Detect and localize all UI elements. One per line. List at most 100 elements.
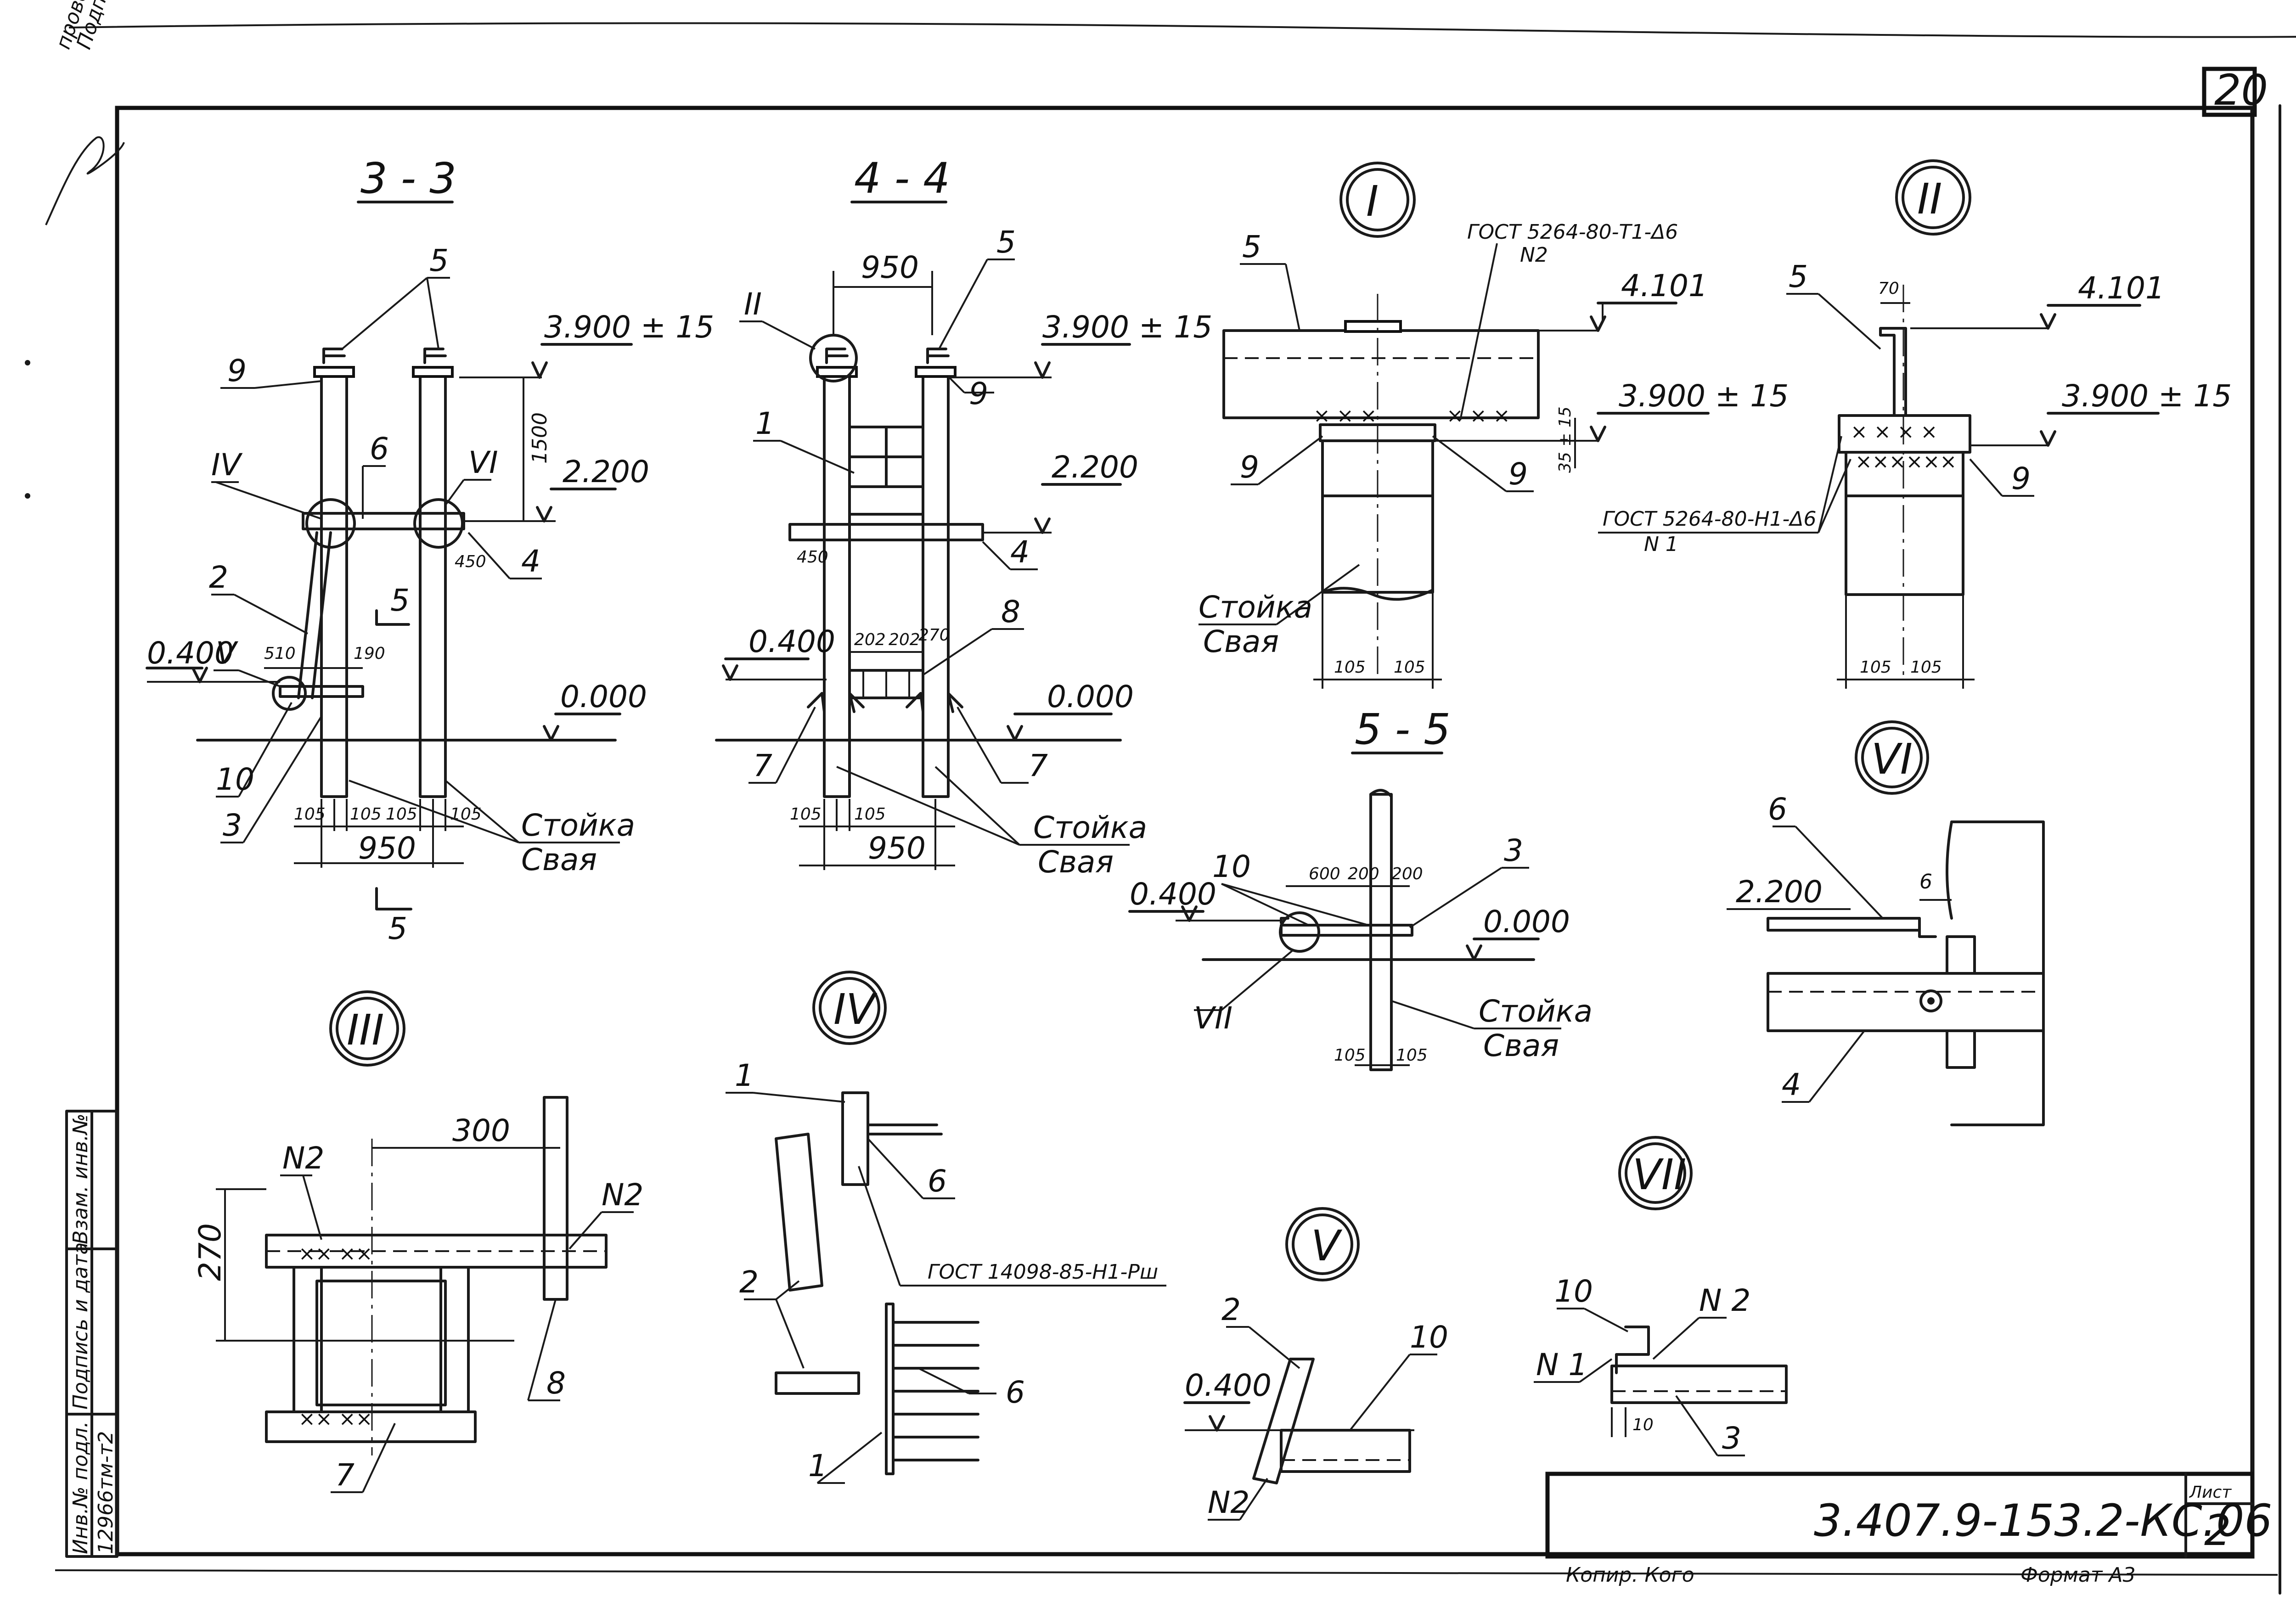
node-vii-seam-a: N 1 <box>1536 1347 1587 1382</box>
node-i-pos-5: 5 <box>1242 229 1261 264</box>
signature-scribble <box>45 136 125 225</box>
s33-dim-1500: 1500 <box>528 412 551 464</box>
list-number: 2 <box>2204 1506 2231 1555</box>
node-i-seam: N2 <box>1520 243 1548 267</box>
node-ii-seam: N 1 <box>1644 533 1678 556</box>
node-iii-seam-b: N2 <box>602 1177 643 1213</box>
s44-pos-5: 5 <box>996 225 1016 260</box>
s33-dim-105b: 105 <box>350 805 382 824</box>
s44-elev-mid: 2.200 <box>1052 449 1138 485</box>
s44-elev-low: 0.400 <box>748 624 835 659</box>
node-ii-pos-9: 9 <box>2011 461 2031 496</box>
s55-dim-200b: 200 <box>1391 865 1423 883</box>
s44-dim-105b: 105 <box>854 805 886 824</box>
section-4-4-title: 4 - 4 <box>854 154 950 203</box>
node-v-pos-10: 10 <box>1410 1320 1448 1355</box>
s44-dim-270: 270 <box>918 626 950 645</box>
node-vii-circle <box>1279 911 1320 953</box>
s33-dim-450: 450 <box>455 552 486 571</box>
s44-dim-950: 950 <box>868 831 926 866</box>
s33-pos-9: 9 <box>227 353 247 388</box>
s44-node-ii: II <box>744 287 762 322</box>
node-iv-pos-6b: 6 <box>1006 1375 1025 1410</box>
side-stamp-table: Инв.№ подл. Подпись и дата Взам. инв.№ 1… <box>65 1110 118 1558</box>
s44-dim-202b: 202 <box>889 630 920 649</box>
node-i-gost: ГОСТ 5264-80-Т1-Δ6 <box>1467 220 1678 244</box>
node-iv: IV 1 6 ГОСТ 14098-85-Н1-Рш 2 6 1 <box>726 971 1166 1484</box>
s44-note-svaya: Свая <box>1038 844 1114 880</box>
s55-pos-3: 3 <box>1504 833 1523 868</box>
node-v-elev: 0.400 <box>1185 1368 1272 1403</box>
s44-pos-9: 9 <box>969 376 988 411</box>
node-ii-dim-105a: 105 <box>1860 658 1891 677</box>
s33-pos-4: 4 <box>521 544 540 579</box>
node-i-dim-105b: 105 <box>1394 658 1425 677</box>
node-vii-pos-10: 10 <box>1554 1274 1593 1309</box>
node-i-elev-mid: 3.900 ± 15 <box>1619 378 1789 414</box>
document-code: 3.407.9-153.2-КС.06 <box>1814 1495 2272 1546</box>
s55-note-svaya: Свая <box>1483 1028 1559 1063</box>
s33-elev-low: 0.400 <box>147 635 234 671</box>
s55-node-vii: VII <box>1194 1000 1232 1036</box>
node-i-note-stoyka: Стойка <box>1199 590 1312 625</box>
s44-pos-1: 1 <box>755 406 775 441</box>
s33-dim-950: 950 <box>358 831 416 866</box>
weld-marks: ×× ×× <box>298 1407 372 1431</box>
s33-pos-5: 5 <box>429 243 449 278</box>
s33-pos-10: 10 <box>216 762 254 797</box>
s55-elev-ground: 0.000 <box>1483 904 1570 939</box>
s33-cut-5-top: 5 <box>390 583 410 618</box>
weld-marks: ×××××× <box>1855 450 1957 473</box>
node-vi-dim-6: 6 <box>1919 870 1932 893</box>
s44-pos-8: 8 <box>1001 594 1020 629</box>
s44-pos-7a: 7 <box>753 748 772 783</box>
node-vi-circle <box>413 498 464 549</box>
node-i-pos-9b: 9 <box>1508 456 1528 492</box>
s33-pos-3: 3 <box>223 808 242 843</box>
beam-4 <box>302 512 465 530</box>
column-right <box>419 373 447 798</box>
s55-dim-105b: 105 <box>1396 1046 1428 1065</box>
node-iii-pos-7: 7 <box>335 1457 355 1493</box>
stamp-signature-date: Подпись и дата <box>69 1242 92 1410</box>
section-5-5-title: 5 - 5 <box>1355 705 1451 754</box>
node-iv-pos-2: 2 <box>739 1264 759 1300</box>
node-iv-gost: ГОСТ 14098-85-Н1-Рш <box>928 1260 1158 1284</box>
s55-dim-200a: 200 <box>1348 865 1379 883</box>
node-i-title: I <box>1366 177 1379 226</box>
node-vii-pos-3: 3 <box>1722 1421 1741 1456</box>
node-vi: VI 2.200 6 4 6 <box>1727 720 2045 1126</box>
copied-label: Копир. Кого <box>1566 1563 1694 1587</box>
node-vii: VII 10 3 N 1 N 2 10 <box>1534 1136 1788 1456</box>
s33-elev-top: 3.900 ± 15 <box>544 309 714 345</box>
s44-pos-4: 4 <box>1010 534 1030 570</box>
node-iv-pos-6a: 6 <box>928 1163 947 1199</box>
s55-elev-low: 0.400 <box>1130 876 1216 912</box>
node-v-circle <box>272 676 307 711</box>
s33-elev-mid: 2.200 <box>563 454 649 489</box>
node-vi-pos-4: 4 <box>1782 1067 1801 1102</box>
node-iii-dim-270: 270 <box>192 1223 228 1281</box>
s33-dim-190: 190 <box>354 644 385 663</box>
s55-dim-105a: 105 <box>1334 1046 1366 1065</box>
node-i: I 105 105 × × × × × × ГОСТ 5264-80-Т1-Δ6… <box>1199 162 1789 689</box>
s33-pos-2: 2 <box>209 560 228 595</box>
s33-node-v: V <box>216 635 238 671</box>
node-iii-title: III <box>347 1006 384 1055</box>
node-ii-gost: ГОСТ 5264-80-Н1-Δ6 <box>1603 507 1817 531</box>
s33-dim-510: 510 <box>264 644 296 663</box>
sheet-number: 20 <box>2214 66 2268 115</box>
s44-dim-105a: 105 <box>790 805 822 824</box>
node-v-brace <box>1252 1358 1315 1484</box>
s33-elev-ground: 0.000 <box>560 679 647 714</box>
s44-note-stoyka: Стойка <box>1033 810 1147 845</box>
node-i-pos-9a: 9 <box>1240 449 1259 485</box>
node-ii: II × × × × ×××××× 105 105 70 4.101 3.900… <box>1598 159 2232 689</box>
node-iii: III 300 270 N2 N2 7 8 ×× ×× ×× ×× <box>192 990 643 1493</box>
s55-pos-10: 10 <box>1212 849 1251 884</box>
node-v: V 0.400 2 10 N2 <box>1183 1207 1448 1521</box>
node-ii-purlin <box>1879 327 1907 417</box>
node-i-dim-105a: 105 <box>1334 658 1366 677</box>
list-label: Лист <box>2189 1483 2232 1502</box>
